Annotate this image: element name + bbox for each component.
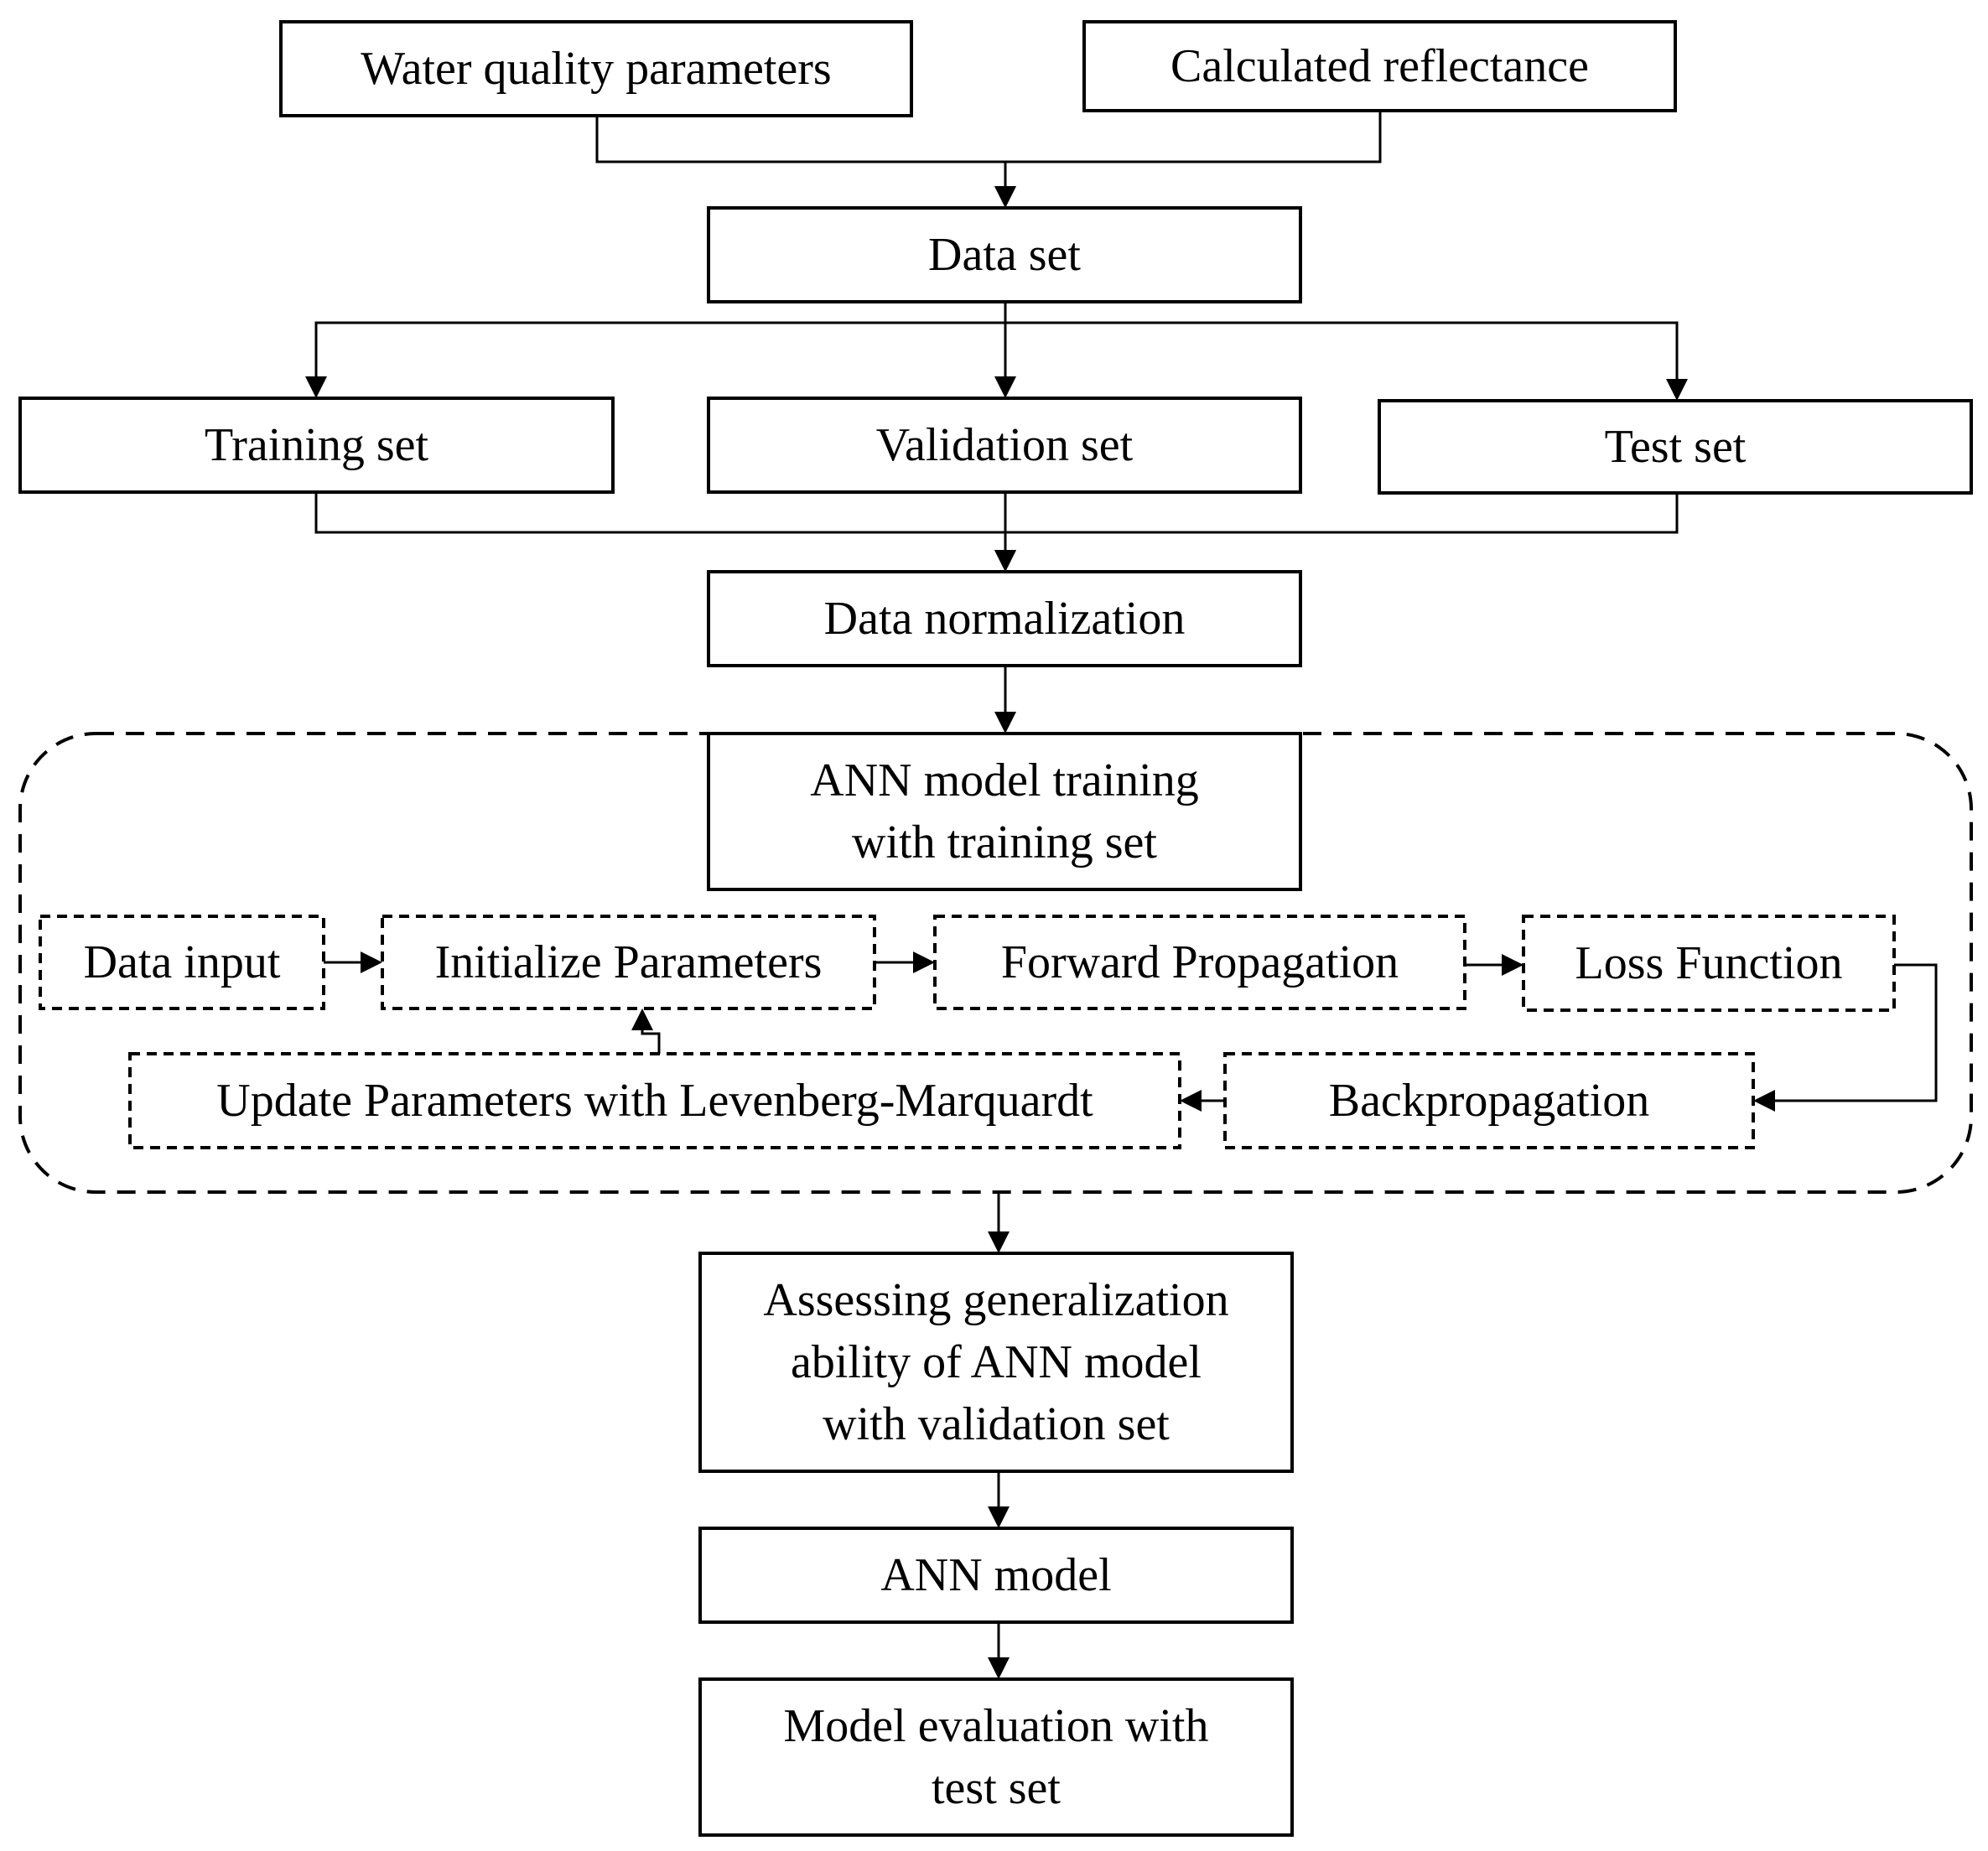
arrowhead-icon <box>994 376 1016 398</box>
node-label: Assessing generalization <box>763 1274 1228 1326</box>
node-label: Training set <box>205 419 429 471</box>
edge-data_normalization-to-ann_training <box>994 666 1016 734</box>
node-box <box>698 1677 1294 1837</box>
node-box <box>1378 399 1973 495</box>
node-ann-model: ANN model <box>698 1527 1294 1624</box>
edge-ann_model-to-model_eval <box>988 1622 1010 1679</box>
edge-ann_training-to-assessing <box>988 1192 1010 1253</box>
node-box <box>279 20 913 117</box>
connector-line <box>1004 493 1679 550</box>
node-label: with training set <box>852 817 1157 868</box>
node-model-eval: Model evaluation with test set <box>698 1677 1294 1837</box>
edge-assessing-to-ann_model <box>988 1471 1010 1528</box>
edge-data_set-to-validation_set <box>994 302 1016 398</box>
node-loss-function: Loss Function <box>1522 915 1896 1012</box>
connector-line <box>641 1030 661 1054</box>
edge-data_input-to-init_params <box>324 951 382 973</box>
arrowhead-icon <box>361 951 382 973</box>
node-label: Data input <box>84 936 281 988</box>
node-box <box>707 570 1302 667</box>
node-box <box>707 732 1302 891</box>
node-box <box>1223 1052 1755 1149</box>
node-validation-set: Validation set <box>707 397 1302 494</box>
node-box <box>933 915 1466 1010</box>
edge-forward_prop-to-loss_function <box>1465 954 1523 976</box>
edge-data_set-to-training_set <box>305 321 1005 398</box>
arrowhead-icon <box>1502 954 1523 976</box>
edge-data_set-to-test_set <box>1005 321 1688 401</box>
node-ann-training: ANN model training with training set <box>707 732 1302 891</box>
arrowhead-icon <box>994 186 1016 208</box>
node-box <box>707 206 1302 303</box>
edge-backprop-to-update_params <box>1180 1090 1225 1112</box>
connector-line <box>1775 963 1938 1102</box>
node-label: Forward Propagation <box>1001 936 1399 988</box>
node-label: Test set <box>1605 421 1747 473</box>
connector-line <box>314 492 1007 550</box>
node-label: Model evaluation with <box>783 1700 1208 1752</box>
node-training-set: Training set <box>18 397 615 494</box>
arrowhead-icon <box>988 1506 1010 1528</box>
arrowhead-icon <box>1180 1090 1202 1112</box>
connector-line <box>314 321 1005 376</box>
edge-update_params-to-init_params <box>631 1008 661 1054</box>
node-label: ANN model <box>880 1549 1111 1601</box>
node-label: Water quality parameters <box>361 43 831 95</box>
node-label: ability of ANN model <box>791 1336 1202 1388</box>
arrowhead-icon <box>988 1657 1010 1679</box>
edge-water_quality-to-data_set <box>595 116 1016 208</box>
arrowhead-icon <box>305 376 327 398</box>
node-label: Data set <box>928 229 1081 281</box>
node-label: Loss Function <box>1575 937 1843 989</box>
node-label: with validation set <box>823 1398 1170 1450</box>
node-box <box>1522 915 1896 1012</box>
node-box <box>381 915 876 1010</box>
node-data-input: Data input <box>39 915 325 1010</box>
node-box <box>18 397 615 494</box>
arrowhead-icon <box>994 712 1016 734</box>
node-label: Calculated reflectance <box>1170 40 1589 92</box>
edge-training_set-to-data_normalization <box>314 492 1016 572</box>
node-box <box>698 1527 1294 1624</box>
node-label: Validation set <box>876 419 1134 471</box>
node-label: Update Parameters with Levenberg-Marquar… <box>216 1075 1093 1127</box>
connector-line <box>595 116 1007 186</box>
node-water-quality: Water quality parameters <box>279 20 913 117</box>
node-backprop: Backpropagation <box>1223 1052 1755 1149</box>
connector-line <box>1004 111 1382 186</box>
edge-test_set-to-data_normalization <box>994 493 1679 572</box>
node-box <box>128 1052 1181 1149</box>
node-data-set: Data set <box>707 206 1302 303</box>
arrowhead-icon <box>994 550 1016 572</box>
connector-line <box>1005 321 1679 379</box>
node-box <box>1082 20 1677 112</box>
arrowhead-icon <box>1753 1090 1775 1112</box>
node-update-params: Update Parameters with Levenberg-Marquar… <box>128 1052 1181 1149</box>
arrowhead-icon <box>631 1008 653 1030</box>
training-loop-group <box>18 732 1973 1194</box>
node-assessing: Assessing generalization ability of ANN m… <box>698 1252 1294 1473</box>
node-label: ANN model training <box>810 754 1198 806</box>
node-box <box>39 915 325 1010</box>
arrowhead-icon <box>1666 379 1688 401</box>
edge-loss_function-to-backprop <box>1753 963 1938 1112</box>
node-label: Initialize Parameters <box>435 936 823 988</box>
node-box <box>698 1252 1294 1473</box>
node-box <box>707 397 1302 494</box>
node-label: Backpropagation <box>1329 1075 1650 1127</box>
node-data-normalization: Data normalization <box>707 570 1302 667</box>
node-init-params: Initialize Parameters <box>381 915 876 1010</box>
arrowhead-icon <box>988 1231 1010 1253</box>
node-test-set: Test set <box>1378 399 1973 495</box>
node-calc-reflectance: Calculated reflectance <box>1082 20 1677 112</box>
node-forward-prop: Forward Propagation <box>933 915 1466 1010</box>
node-label: test set <box>932 1762 1061 1814</box>
arrowhead-icon <box>913 951 935 973</box>
node-label: Data normalization <box>824 593 1186 645</box>
edge-init_params-to-forward_prop <box>875 951 935 973</box>
edge-calc_reflectance-to-data_set <box>994 111 1382 208</box>
